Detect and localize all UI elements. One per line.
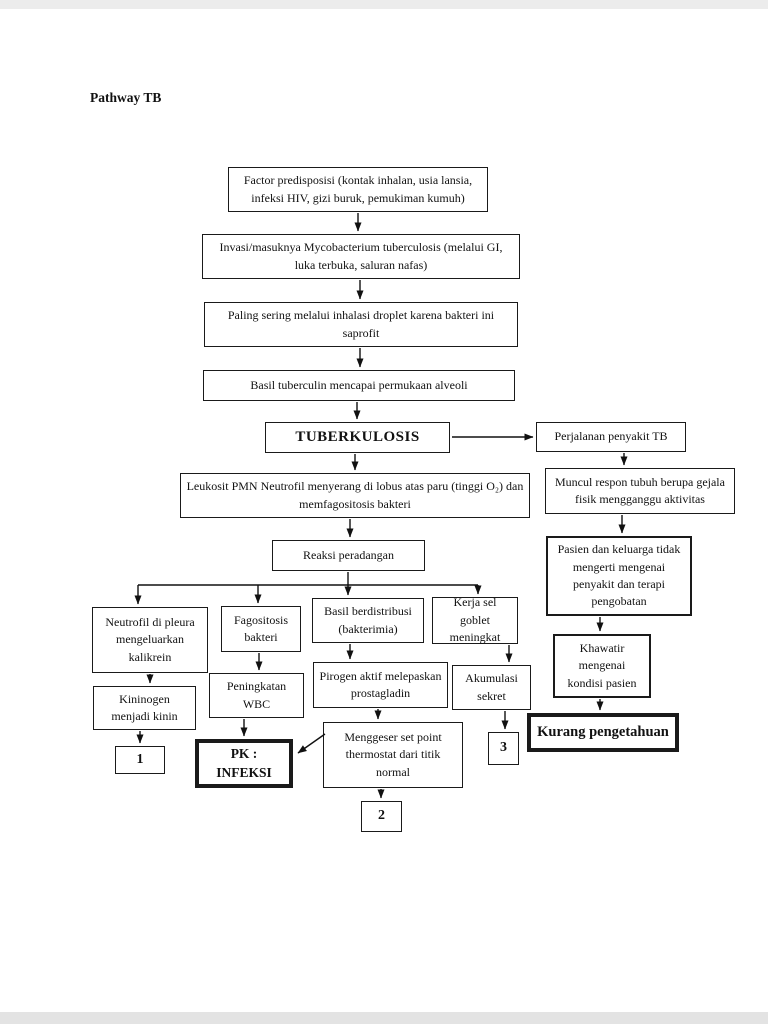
node-pasien-keluarga: Pasien dan keluarga tidak mengerti menge…: [546, 536, 692, 616]
node-akumulasi-sekret: Akumulasi sekret: [452, 665, 531, 710]
node-diagnosis-2: 2: [361, 801, 402, 832]
node-pk-infeksi: PK : INFEKSI: [195, 739, 293, 788]
node-pirogen: Pirogen aktif melepaskan prostagladin: [313, 662, 448, 708]
node-basil-tuberculin: Basil tuberculin mencapai permukaan alve…: [203, 370, 515, 401]
node-factor-predisposisi: Factor predisposisi (kontak inhalan, usi…: [228, 167, 488, 212]
node-diagnosis-3: 3: [488, 732, 519, 765]
page-top-edge: [0, 0, 768, 9]
node-tuberkulosis: TUBERKULOSIS: [265, 422, 450, 453]
node-kurang-pengetahuan: Kurang pengetahuan: [527, 713, 679, 752]
page-title: Pathway TB: [90, 90, 162, 105]
node-reaksi-peradangan: Reaksi peradangan: [272, 540, 425, 571]
node-kininogen: Kininogen menjadi kinin: [93, 686, 196, 730]
node-khawatir: Khawatir mengenai kondisi pasien: [553, 634, 651, 698]
node-muncul-respon: Muncul respon tubuh berupa gejala fisik …: [545, 468, 735, 514]
node-menggeser-set-point: Menggeser set point thermostat dari titi…: [323, 722, 463, 788]
node-leukosit-pmn: Leukosit PMN Neutrofil menyerang di lobu…: [180, 473, 530, 518]
node-fagositosis-bakteri: Fagositosis bakteri: [221, 606, 301, 652]
node-perjalanan-penyakit: Perjalanan penyakit TB: [536, 422, 686, 452]
node-inhalasi-droplet: Paling sering melalui inhalasi droplet k…: [204, 302, 518, 347]
node-peningkatan-wbc: Peningkatan WBC: [209, 673, 304, 718]
node-invasi-mycobacterium: Invasi/masuknya Mycobacterium tuberculos…: [202, 234, 520, 279]
node-basil-berdistribusi: Basil berdistribusi (bakterimia): [312, 598, 424, 643]
page-bottom-edge: [0, 1012, 768, 1024]
node-diagnosis-1: 1: [115, 746, 165, 774]
node-kerja-sel-goblet: Kerja sel goblet meningkat: [432, 595, 518, 644]
node-neutrofil-pleura: Neutrofil di pleura mengeluarkan kalikre…: [92, 607, 208, 673]
